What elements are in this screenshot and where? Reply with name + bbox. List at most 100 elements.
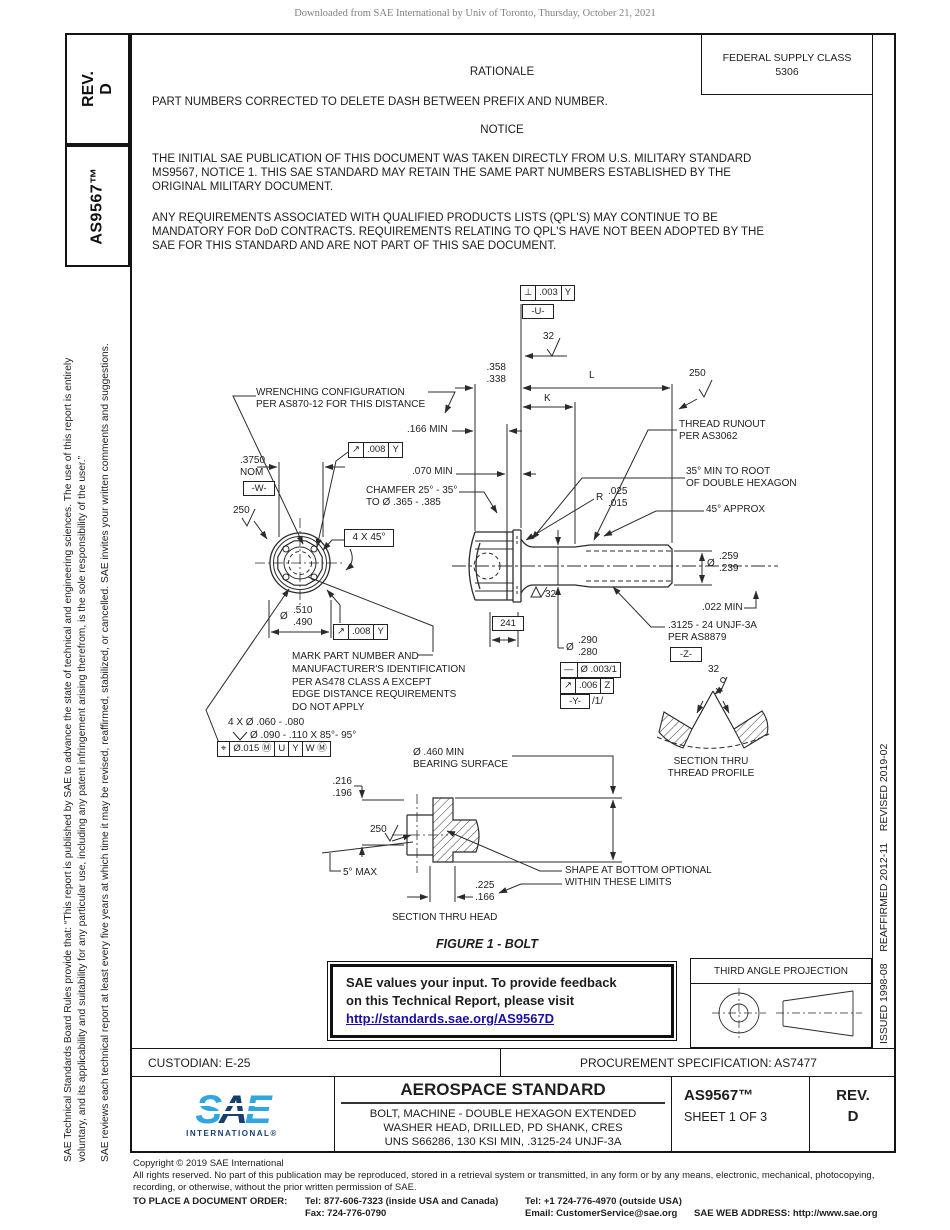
label-45-approx: 45° APPROX	[706, 504, 766, 515]
fsc-label: FEDERAL SUPPLY CLASS	[722, 51, 852, 64]
label-mark-note: MARK PART NUMBER AND MANUFACTURER'S IDEN…	[292, 651, 466, 714]
label-holes-note: 4 X Ø .060 - .080	[228, 717, 305, 728]
label-basic-241: 241	[492, 616, 524, 631]
title-divider	[341, 1102, 665, 1104]
label-countersink-note: Ø .090 - .110 X 85°- 95°	[250, 730, 357, 741]
straightness-icon: —	[560, 662, 578, 678]
perpendicularity-icon: ⊥	[520, 285, 537, 301]
drawing-frame	[130, 33, 896, 1153]
label-section-thread: SECTION THRU THREAD PROFILE	[667, 756, 755, 779]
label-4x45-chamfer: 4 X 45°	[344, 529, 394, 547]
rationale-title: RATIONALE	[469, 66, 535, 78]
label-dim-070: .070 MIN	[412, 466, 453, 477]
label-per-inch-note: /1/	[592, 696, 604, 707]
fsc-value: 5306	[775, 65, 799, 78]
order-label: TO PLACE A DOCUMENT ORDER:	[133, 1196, 288, 1207]
label-dia-290-values: .290 .280	[578, 635, 598, 658]
label-section-head: SECTION THRU HEAD	[392, 912, 498, 923]
datum-y: -Y-	[560, 694, 590, 709]
label-surface-32-thread: 32	[708, 664, 720, 675]
procurement-label: PROCUREMENT SPECIFICATION: AS7477	[580, 1055, 817, 1070]
feedback-line-1: SAE values your input. To provide feedba…	[346, 975, 617, 990]
fcf-straightness: — Ø .003/1	[560, 662, 621, 678]
third-angle-projection-box: THIRD ANGLE PROJECTION	[690, 958, 872, 1048]
label-dia-510-prefix: Ø	[280, 611, 288, 622]
doc-number-label: AS9567™	[88, 167, 106, 245]
copyright-line-2: All rights reserved. No part of this pub…	[133, 1170, 875, 1181]
mmc-icon: Ⓜ	[261, 743, 272, 754]
label-dim-166: .166 MIN	[407, 424, 448, 435]
label-surface-32-top: 32	[543, 331, 555, 342]
order-tel-2: Tel: +1 724-776-4970 (outside USA)	[525, 1196, 682, 1207]
fcf-perpendicularity: ⊥ .003 Y	[520, 285, 576, 301]
doc-number: AS9567™	[684, 1087, 754, 1104]
datum-z: -Z-	[670, 647, 702, 662]
revision-strip-divider	[872, 33, 873, 1048]
sidebar-review-note: SAE reviews each technical report at lea…	[100, 343, 111, 1162]
fcf-runout-3: ↗ .006 Z	[560, 678, 615, 694]
download-watermark: Downloaded from SAE International by Uni…	[294, 8, 656, 19]
label-dia-259-values: .259 .239	[719, 551, 739, 574]
feedback-box: SAE values your input. To provide feedba…	[327, 961, 677, 1041]
rev-box: REV. D	[65, 33, 130, 145]
label-hex-root-note: 35° MIN TO ROOT OF DOUBLE HEXAGON	[686, 466, 797, 489]
label-radius-prefix: R	[596, 492, 604, 503]
runout-icon: ↗	[348, 442, 364, 458]
label-surface-250-head: 250	[370, 824, 387, 835]
custodian-row: CUSTODIAN: E-25 PROCUREMENT SPECIFICATIO…	[130, 1048, 896, 1076]
custodian-label: CUSTODIAN: E-25	[130, 1049, 501, 1076]
order-row-1: TO PLACE A DOCUMENT ORDER: Tel: 877-606-…	[133, 1196, 945, 1208]
label-surface-250-left: 250	[233, 505, 250, 516]
notice-paragraph-2: ANY REQUIREMENTS ASSOCIATED WITH QUALIFI…	[152, 212, 765, 252]
sidebar-disclaimer: SAE Technical Standards Board Rules prov…	[63, 357, 88, 1162]
notice-paragraph-1: THE INITIAL SAE PUBLICATION OF THIS DOCU…	[152, 153, 752, 193]
label-dim-225: .225 .166	[475, 880, 495, 903]
order-tel-1: Tel: 877-606-7323 (inside USA and Canada…	[305, 1196, 499, 1207]
label-thread-spec: .3125 - 24 UNJF-3A PER AS8879	[668, 620, 757, 643]
sae-logo-cell: SAE INTERNATIONAL®	[130, 1077, 335, 1153]
datum-u: -U-	[522, 304, 554, 319]
label-dim-3750: .3750 NOM	[240, 455, 266, 478]
label-dia-259-prefix: Ø	[707, 558, 715, 569]
sae-logo-subtext: INTERNATIONAL®	[186, 1129, 278, 1138]
position-icon: ⌖	[217, 741, 231, 757]
label-dia-510-values: .510 .490	[293, 605, 313, 628]
federal-supply-class-box: FEDERAL SUPPLY CLASS 5306	[701, 35, 872, 95]
rev-label: REV.	[836, 1087, 870, 1104]
copyright-line-3: recording, or otherwise, without the pri…	[133, 1182, 417, 1193]
copyright-block: Copyright © 2019 SAE International All r…	[133, 1158, 945, 1220]
order-fax: Fax: 724-776-0790	[305, 1208, 387, 1219]
label-dim-K: K	[544, 393, 551, 404]
label-surface-250-right: 250	[689, 368, 706, 379]
runout-icon: ↗	[333, 624, 349, 640]
doc-number-cell: AS9567™ SHEET 1 OF 3	[672, 1077, 810, 1153]
datum-w: -W-	[243, 481, 275, 496]
copyright-line-1: Copyright © 2019 SAE International	[133, 1158, 284, 1169]
label-thread-runout: THREAD RUNOUT PER AS3062	[679, 419, 766, 442]
third-angle-projection-title: THIRD ANGLE PROJECTION	[691, 959, 871, 984]
label-dim-216: .216 .196	[332, 776, 352, 799]
label-dia-290-prefix: Ø	[566, 642, 574, 653]
label-5-max: 5° MAX	[343, 867, 378, 878]
fcf-position: ⌖ Ø.015 Ⓜ U Y W Ⓜ	[217, 741, 331, 757]
label-surface-32-shank: 32	[545, 589, 557, 600]
runout-icon: ↗	[560, 678, 576, 694]
label-radius-values: .025 .015	[608, 486, 628, 509]
title-block: SAE INTERNATIONAL® AEROSPACE STANDARD BO…	[130, 1076, 896, 1153]
doc-number-box: AS9567™	[65, 145, 130, 267]
rev-cell: REV. D	[810, 1077, 896, 1153]
feedback-line-2: on this Technical Report, please visit	[346, 993, 575, 1008]
revision-history: ISSUED 1998-08 REAFFIRMED 2012-11 REVISE…	[878, 743, 890, 1044]
feedback-link[interactable]: http://standards.sae.org/AS9567D	[346, 1011, 555, 1026]
sae-logo: SAE INTERNATIONAL®	[186, 1088, 278, 1138]
order-web: SAE WEB ADDRESS: http://www.sae.org	[694, 1208, 878, 1219]
standard-title-cell: AEROSPACE STANDARD BOLT, MACHINE - DOUBL…	[335, 1077, 672, 1153]
rationale-text: PART NUMBERS CORRECTED TO DELETE DASH BE…	[152, 96, 608, 108]
fcf-runout-2: ↗ .008 Y	[333, 624, 388, 640]
standard-type-title: AEROSPACE STANDARD	[400, 1080, 606, 1099]
standard-subtitle: BOLT, MACHINE - DOUBLE HEXAGON EXTENDED …	[369, 1108, 637, 1148]
label-chamfer-note: CHAMFER 25° - 35° TO Ø .365 - .385	[366, 485, 458, 508]
label-shape-note: SHAPE AT BOTTOM OPTIONAL WITHIN THESE LI…	[565, 865, 712, 888]
